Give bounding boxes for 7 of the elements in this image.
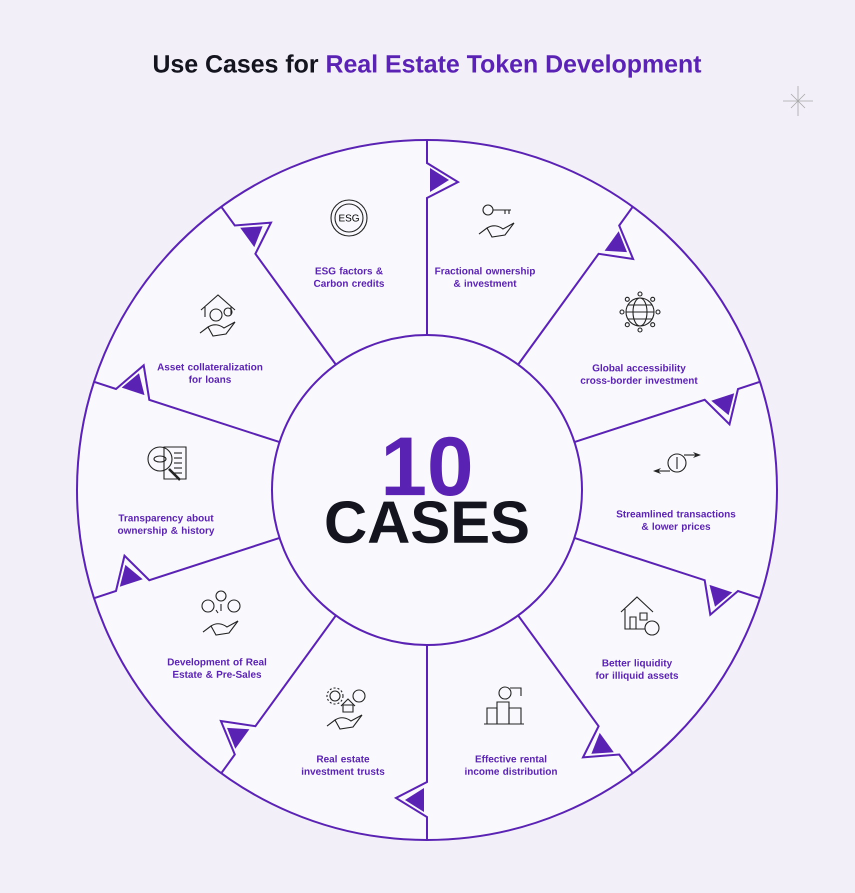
node-label: Asset collateralization for loans bbox=[157, 363, 262, 383]
sector: Fractional ownership & investment bbox=[427, 140, 633, 365]
title: Use Cases for Real Estate Token Development bbox=[154, 54, 702, 78]
sector: Transparency about ownership & history bbox=[77, 382, 280, 598]
node-label: Transparency about ownership & history bbox=[118, 514, 214, 536]
node-label: Global accessibility cross-border investment bbox=[580, 364, 698, 384]
node-label: Streamlined transactions & lower prices bbox=[616, 510, 736, 532]
